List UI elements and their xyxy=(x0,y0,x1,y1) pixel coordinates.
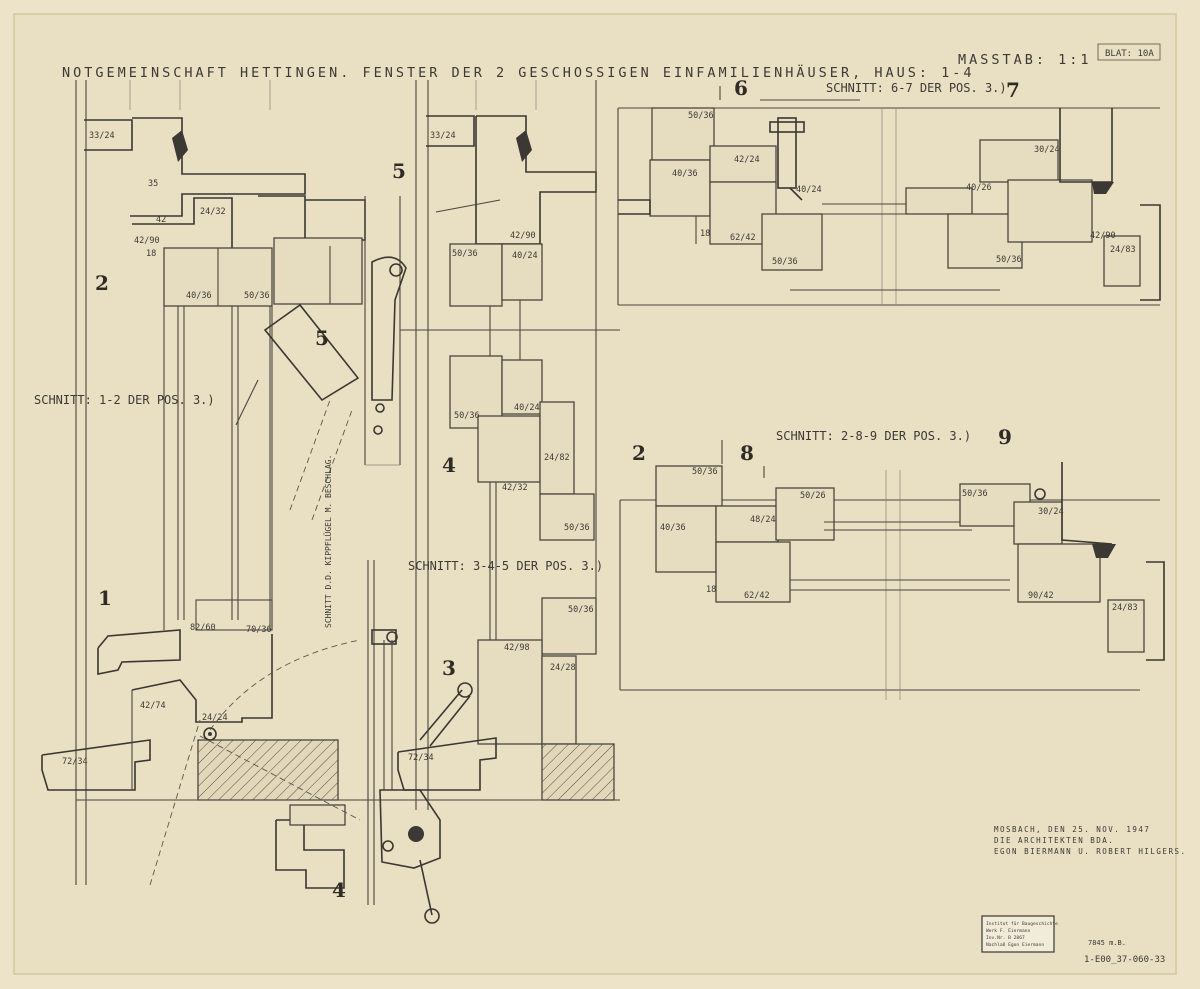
position-number-7: 7 xyxy=(1006,78,1020,102)
dim-label: 18 xyxy=(706,585,716,595)
stamp-line-2: Werk F. Eiermann xyxy=(986,928,1030,934)
signature-architects: DIE ARCHITEKTEN BDA. xyxy=(994,836,1114,845)
dim-label: 42/24 xyxy=(734,155,760,165)
signature-place-date: MOSBACH, DEN 25. NOV. 1947 xyxy=(994,825,1150,834)
dim-label: 40/36 xyxy=(672,169,698,179)
dim-label: 40/24 xyxy=(514,403,540,413)
position-number-2: 2 xyxy=(95,271,109,295)
stamp-line-4: Nachlaß Egon Eiermann xyxy=(986,942,1044,948)
dim-label: 72/34 xyxy=(62,757,88,767)
dim-label: 42/90 xyxy=(134,236,160,246)
dim-label: 42/90 xyxy=(1090,231,1116,241)
dim-label: 48/24 xyxy=(750,515,776,525)
archive-stamp xyxy=(981,915,1055,953)
dim-label: 50/36 xyxy=(996,255,1022,265)
dim-label: 50/36 xyxy=(568,605,594,615)
position-number-5: 5 xyxy=(392,159,406,183)
section-3-4-5-drawing xyxy=(397,80,620,810)
dim-label: 72/34 xyxy=(408,753,434,763)
dim-label: 42/32 xyxy=(502,483,528,493)
position-number-2-arrow: 2 xyxy=(632,441,646,465)
dim-label: 50/26 xyxy=(800,491,826,501)
signature-names: EGON BIERMANN U. ROBERT HILGERS. xyxy=(994,847,1187,856)
dim-label: 40/24 xyxy=(512,251,538,261)
dim-label: 42/90 xyxy=(510,231,536,241)
dim-label: 50/36 xyxy=(452,249,478,259)
stamp-line-3: Inv.Nr. B 2867 xyxy=(986,935,1025,941)
section-label-vertical: SCHNITT D.D. KIPPFLÜGEL M. BESCHLAG. xyxy=(323,455,333,628)
dim-label: 30/24 xyxy=(1038,507,1064,517)
dim-label: 50/36 xyxy=(454,411,480,421)
scale-label: MASSTAB: 1:1 xyxy=(958,52,1092,68)
section-1-2-drawing xyxy=(41,80,620,889)
dim-label: 40/26 xyxy=(966,183,992,193)
dim-label: 50/36 xyxy=(688,111,714,121)
dim-label: 24/24 xyxy=(202,713,228,723)
dim-label: 33/24 xyxy=(430,131,456,141)
drawing-title: NOTGEMEINSCHAFT HETTINGEN. FENSTER DER 2… xyxy=(62,63,974,81)
dim-label: 40/24 xyxy=(796,185,822,195)
position-number-3: 3 xyxy=(442,656,456,680)
position-number-8: 8 xyxy=(740,441,754,465)
dim-label: 18 xyxy=(146,249,156,259)
dim-label: 24/28 xyxy=(550,663,576,673)
dim-label: 35 xyxy=(148,179,158,189)
dim-label: 33/24 xyxy=(89,131,115,141)
section-label-1-2: SCHNITT: 1-2 DER POS. 3.) xyxy=(34,393,215,407)
section-label-6-7: SCHNITT: 6-7 DER POS. 3.) xyxy=(826,81,1007,95)
section-6-7-drawing xyxy=(617,86,1161,306)
dim-label: 62/42 xyxy=(744,591,770,601)
dim-label: 90/42 xyxy=(1028,591,1054,601)
sheet-number-box xyxy=(1097,43,1161,61)
dim-label: 24/83 xyxy=(1112,603,1138,613)
dim-label: 30/24 xyxy=(1034,145,1060,155)
dim-label: 50/36 xyxy=(244,291,270,301)
position-number-5b: 5 xyxy=(315,326,329,350)
archive-id: 1-E00_37-060-33 xyxy=(1084,955,1165,965)
dim-label: 62/42 xyxy=(730,233,756,243)
dim-label: 50/36 xyxy=(564,523,590,533)
position-number-4: 4 xyxy=(442,453,456,477)
section-2-8-9-drawing xyxy=(619,440,1165,700)
dim-label: 50/36 xyxy=(962,489,988,499)
dim-label: 42 xyxy=(156,215,166,225)
position-number-9: 9 xyxy=(998,425,1012,449)
dim-label: 50/36 xyxy=(772,257,798,267)
section-label-2-8-9: SCHNITT: 2-8-9 DER POS. 3.) xyxy=(776,429,971,443)
dim-label: 42/74 xyxy=(140,701,166,711)
dim-label: 18 xyxy=(700,229,710,239)
dim-label: 40/36 xyxy=(660,523,686,533)
dim-label: 70/36 xyxy=(246,625,272,635)
archive-note: 7845 m.B. xyxy=(1088,939,1126,947)
dim-label: 50/36 xyxy=(692,467,718,477)
dim-label: 24/32 xyxy=(200,207,226,217)
dim-label: 24/82 xyxy=(544,453,570,463)
position-number-4b: 4 xyxy=(332,878,346,902)
stamp-line-1: Institut für Baugeschichte xyxy=(986,921,1058,927)
sheet-number: BLAT: 10A xyxy=(1105,49,1154,59)
section-label-3-4-5: SCHNITT: 3-4-5 DER POS. 3.) xyxy=(408,559,603,573)
position-number-6: 6 xyxy=(734,76,748,100)
dim-label: 40/36 xyxy=(186,291,212,301)
dim-label: 24/83 xyxy=(1110,245,1136,255)
position-number-1: 1 xyxy=(98,586,112,610)
dim-label: 42/98 xyxy=(504,643,530,653)
dim-label: 82/60 xyxy=(190,623,216,633)
